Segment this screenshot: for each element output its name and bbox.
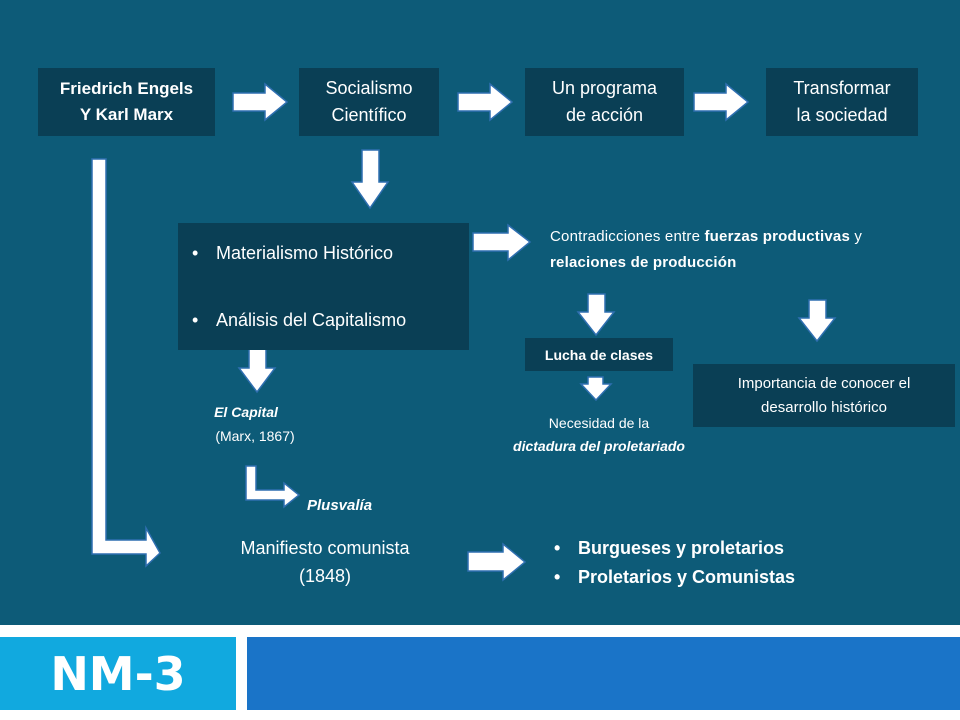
el-capital-title: El Capital [214, 404, 278, 420]
footer-right-panel [247, 637, 960, 710]
arrow-right-2 [457, 82, 514, 122]
arrow-down-importancia [797, 299, 837, 343]
transformar-line1: Transformar [793, 78, 891, 98]
necesidad-line1: Necesidad de la [548, 415, 650, 431]
engels-marx-line2: Y Karl Marx [79, 105, 174, 124]
socialismo-line2: Científico [331, 105, 407, 125]
programa-box: Un programa de acción [525, 68, 684, 136]
importancia-line1: Importancia de conocer el [737, 374, 911, 392]
importancia-line2: desarrollo histórico [761, 398, 887, 416]
plusvalia-text: Plusvalía [307, 497, 373, 514]
programa-line2: de acción [565, 105, 644, 125]
manifiesto-item: Proletarios y Comunistas [548, 563, 795, 592]
materialismo-item: Materialismo Histórico [186, 243, 406, 264]
connector-arrows [91, 82, 837, 582]
lucha-box: Lucha de clases [525, 338, 673, 371]
programa-line1: Un programa [551, 78, 658, 98]
arrow-right-manifiesto [467, 542, 527, 582]
socialismo-box: Socialismo Científico [299, 68, 439, 136]
socialismo-line1: Socialismo [325, 78, 413, 98]
arrow-l-manifiesto [91, 158, 161, 568]
engels-marx-line1: Friedrich Engels [59, 79, 194, 98]
footer-label: NM-3 [50, 646, 186, 701]
materialismo-list: Materialismo Histórico Análisis del Capi… [186, 243, 406, 331]
dictadura-proletariado: dictadura del proletariado [513, 438, 685, 454]
arrow-right-contradicciones [472, 223, 532, 262]
relaciones-produccion: relaciones de producción [550, 254, 737, 271]
manifiesto-line1: Manifiesto comunista [240, 538, 410, 558]
manifiesto-list: Burgueses y proletarios Proletarios y Co… [548, 534, 795, 592]
arrow-l-plusvalia [245, 465, 301, 509]
manifiesto-line2: (1848) [298, 566, 352, 586]
el-capital-date: (Marx, 1867) [215, 428, 295, 444]
necesidad-text: Necesidad de la dictadura del proletaria… [480, 412, 718, 458]
importancia-box: Importancia de conocer el desarrollo his… [693, 364, 955, 427]
contradicciones-pre: Contradicciones entre [550, 228, 705, 245]
transformar-line2: la sociedad [796, 105, 888, 125]
fuerzas-productivas: fuerzas productivas [704, 228, 850, 245]
engels-marx-box: Friedrich Engels Y Karl Marx [38, 68, 215, 136]
arrow-down-lucha [576, 293, 616, 337]
lucha-label: Lucha de clases [544, 346, 654, 363]
arrow-down-necesidad [579, 376, 613, 402]
arrow-right-3 [693, 82, 750, 122]
materialismo-item: Análisis del Capitalismo [186, 310, 406, 331]
contradicciones-mid: y [850, 228, 863, 245]
transformar-box: Transformar la sociedad [766, 68, 918, 136]
arrow-down-capital [237, 345, 277, 394]
manifiesto-text: Manifiesto comunista (1848) [205, 534, 445, 590]
materialismo-box: Materialismo Histórico Análisis del Capi… [178, 223, 469, 350]
el-capital-text: El Capital (Marx, 1867) [180, 400, 330, 448]
contradicciones-text: Contradicciones entre fuerzas productiva… [550, 224, 945, 276]
manifiesto-item: Burgueses y proletarios [548, 534, 795, 563]
footer-left-panel [0, 637, 236, 710]
arrow-right-1 [232, 82, 289, 122]
arrow-down-socialismo [350, 149, 390, 210]
